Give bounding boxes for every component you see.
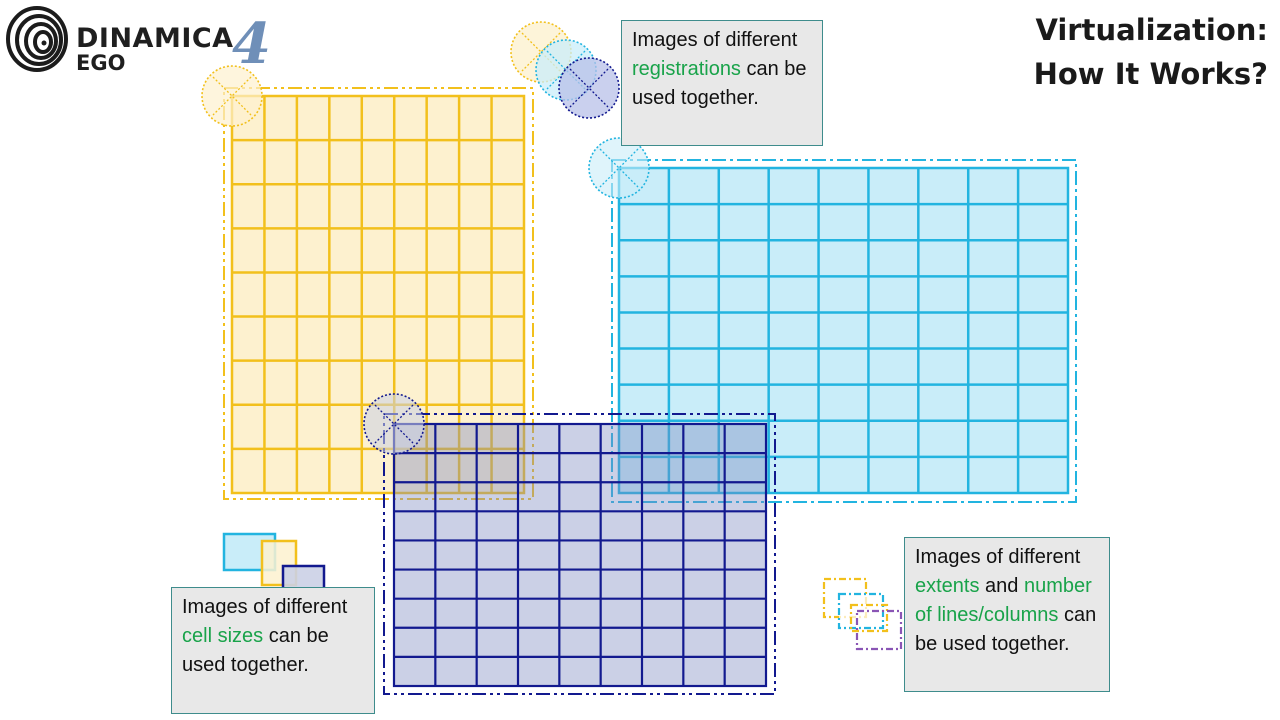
cyan-raster-grid xyxy=(617,166,1070,495)
logo-brand-text: DINAMICA xyxy=(76,23,234,54)
navy-raster-grid xyxy=(392,422,768,688)
cell-sizes-highlight: cell sizes xyxy=(182,625,264,647)
cyan-registration-marker xyxy=(588,137,650,199)
cell-sizes-note-text: Images of different xyxy=(182,596,348,618)
yellow-registration-marker xyxy=(201,65,263,127)
extents-note-text: Images of different xyxy=(915,546,1081,568)
dinamica-ego-logo: DINAMICA EGO 4 xyxy=(6,6,276,76)
extents-highlight: extents xyxy=(915,575,980,597)
extents-note-text-mid: and xyxy=(979,575,1024,597)
yellow-raster-extent xyxy=(223,87,534,500)
page-title: Virtualization: How It Works? xyxy=(908,8,1268,96)
cyan-grid-background xyxy=(617,166,1070,495)
registrations-highlight: registrations xyxy=(632,58,741,80)
cell-sizes-note-text-end: can be used together. xyxy=(182,625,329,676)
cell-sizes-note: Images of different cell sizes can be us… xyxy=(171,587,375,714)
logo-version-number: 4 xyxy=(232,11,271,77)
registrations-note-text: Images of different xyxy=(632,29,798,51)
logo-sub-text: EGO xyxy=(76,51,126,75)
navy-raster-extent xyxy=(383,413,776,695)
cyan-raster-extent xyxy=(611,159,1077,503)
extents-icon xyxy=(822,577,903,651)
spiral-logo-icon xyxy=(6,6,68,72)
cell-sizes-icon xyxy=(222,532,326,596)
registrations-markers-cluster xyxy=(510,21,620,119)
lines-columns-highlight: number of lines/columns xyxy=(915,575,1092,626)
registrations-note-text-end: can be used together. xyxy=(632,58,807,109)
title-line-2: How It Works? xyxy=(1033,57,1268,91)
extents-note: Images of different extents and number o… xyxy=(904,537,1110,692)
navy-registration-marker xyxy=(363,393,425,455)
extents-note-text-end: can be used together. xyxy=(915,604,1097,655)
registrations-note: Images of different registrations can be… xyxy=(621,20,823,146)
title-line-1: Virtualization: xyxy=(1035,13,1268,47)
navy-grid-background xyxy=(392,422,768,688)
